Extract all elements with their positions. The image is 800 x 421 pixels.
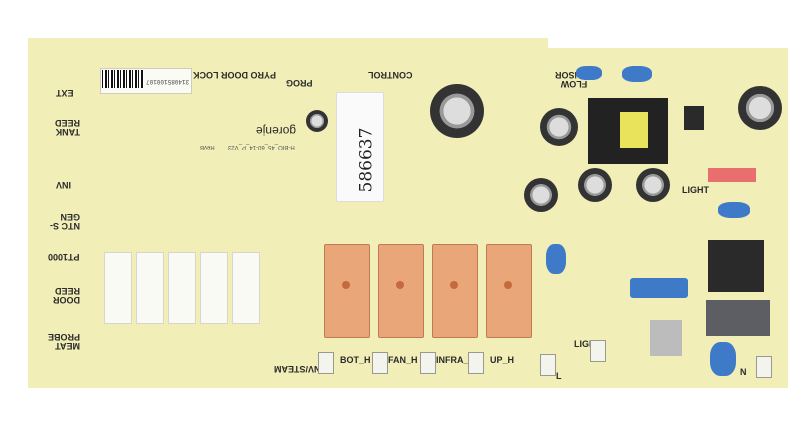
capacitor — [578, 168, 612, 202]
module — [136, 252, 164, 324]
connector — [756, 356, 772, 378]
silk-infra-h: INFRA_H — [436, 355, 476, 365]
silk-revision: RevB — [200, 144, 215, 150]
blue-capacitor — [718, 202, 750, 218]
triac — [650, 320, 682, 356]
blue-capacitor — [546, 244, 566, 274]
silk-light: LIGHT — [574, 339, 601, 349]
silk-l: L — [556, 371, 562, 381]
module — [168, 252, 196, 324]
relay-dot — [504, 281, 512, 289]
sticker-code: 314085100107 — [146, 78, 190, 85]
silk-prog: PROG — [286, 78, 313, 88]
blue-capacitor — [622, 66, 652, 82]
connector — [468, 352, 484, 374]
capacitor — [738, 86, 782, 130]
silk-light-top: LIGHT — [682, 185, 709, 195]
relay — [486, 244, 532, 338]
blue-capacitor — [576, 66, 602, 80]
grey-relay — [706, 300, 770, 336]
silk-pt1000: PT1000 — [48, 252, 80, 262]
connector — [420, 352, 436, 374]
relay-dot — [450, 281, 458, 289]
silk-inv-steam: INV/STEAM — [274, 364, 324, 374]
handwritten-number: 586637 — [356, 127, 377, 193]
silk-door-reed: DOOR REED — [53, 286, 80, 305]
silk-ext: EXT — [56, 88, 74, 98]
connector — [318, 352, 334, 374]
connector — [540, 354, 556, 376]
capacitor — [636, 168, 670, 202]
connector — [590, 340, 606, 362]
barcode-icon — [102, 70, 144, 88]
silk-pyro-door-lock: PYRO DOOR LOCK DOOR SWITCH — [125, 70, 277, 80]
silk-tank-reed: TANK REED — [54, 118, 80, 137]
relay — [324, 244, 370, 338]
silk-brand: gorenje — [256, 124, 297, 138]
ic-chip — [684, 106, 704, 130]
silk-board-id: H-BIO_45_60-14_P_V23 — [228, 144, 295, 150]
silk-up-h: UP_H — [490, 355, 515, 365]
module — [104, 252, 132, 324]
blue-component — [630, 278, 688, 298]
black-relay — [708, 240, 764, 292]
capacitor — [540, 108, 578, 146]
silk-ntc-sgen: NTC S-GEN — [50, 212, 80, 231]
silk-inv: INV — [56, 180, 72, 190]
silk-control: CONTROL — [368, 70, 413, 80]
capacitor — [430, 84, 484, 138]
capacitor — [306, 110, 328, 132]
relay-dot — [396, 281, 404, 289]
transformer-core — [620, 112, 648, 148]
red-resistor — [708, 168, 756, 182]
relay — [378, 244, 424, 338]
module — [200, 252, 228, 324]
relay-dot — [342, 281, 350, 289]
connector — [372, 352, 388, 374]
module — [232, 252, 260, 324]
silk-fan-h: FAN_H — [388, 355, 418, 365]
silk-meat-probe: MEAT PROBE — [47, 332, 80, 351]
silk-n: N — [740, 367, 747, 377]
capacitor — [524, 178, 558, 212]
silk-bot-h: BOT_H — [340, 355, 371, 365]
relay — [432, 244, 478, 338]
handwritten-tag — [336, 92, 384, 202]
blue-capacitor — [710, 342, 736, 376]
